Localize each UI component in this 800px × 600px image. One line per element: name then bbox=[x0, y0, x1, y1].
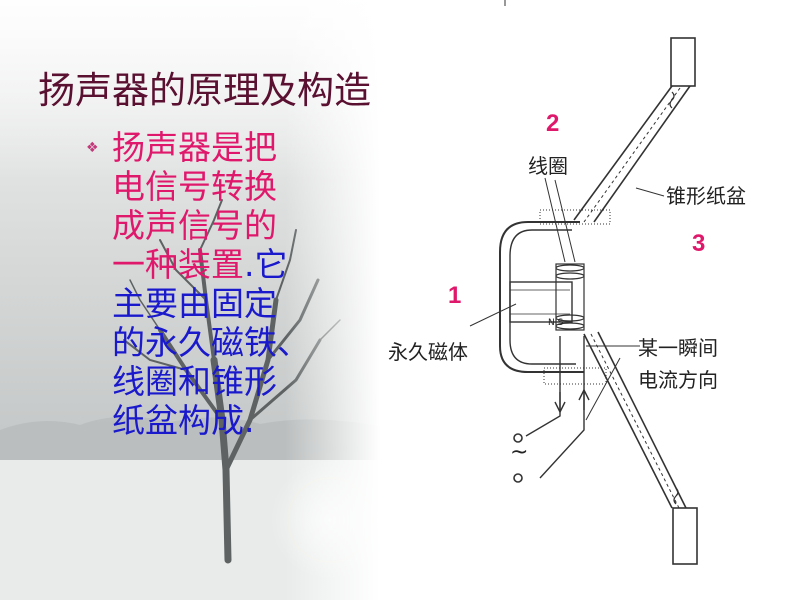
body-line-2: 电信号转换 bbox=[112, 167, 277, 206]
ac-source-icon: ~ bbox=[510, 440, 529, 465]
slide-title: 扬声器的原理及构造 bbox=[38, 69, 371, 112]
cone-label: 锥形纸盆 bbox=[666, 184, 746, 208]
magnet-label: 永久磁体 bbox=[388, 340, 468, 364]
body-line-1: 扬声器是把 bbox=[112, 128, 277, 167]
diamond-bullet-icon: ❖ bbox=[86, 140, 99, 156]
body-text: 扬声器是把 电信号转换 成声信号的 一种装置.它 主要由固定 的永久磁铁、 线圈… bbox=[112, 128, 352, 440]
magnet-core bbox=[509, 281, 573, 323]
number-label-2: 2 bbox=[546, 110, 560, 137]
top-surround bbox=[670, 37, 696, 87]
number-label-1: 1 bbox=[448, 282, 462, 309]
pole-label: N S bbox=[548, 318, 564, 328]
body-line-5: 主要由固定 bbox=[112, 284, 277, 323]
body-line-4-part-b: .它 bbox=[244, 245, 288, 284]
current-label-1: 某一瞬间 bbox=[638, 336, 718, 360]
bottom-surround bbox=[672, 507, 698, 565]
body-line-7: 线圈和锥形 bbox=[112, 362, 277, 401]
body-line-4-part-a: 一种装置 bbox=[112, 245, 244, 284]
body-line-6: 的永久磁铁、 bbox=[112, 323, 310, 362]
coil-label: 线圈 bbox=[528, 154, 568, 178]
body-line-4: 一种装置.它 bbox=[112, 245, 352, 284]
current-label-2: 电流方向 bbox=[638, 368, 718, 392]
number-label-3: 3 bbox=[692, 230, 706, 257]
body-line-8: 纸盆构成. bbox=[112, 401, 255, 440]
cone-lower-outer bbox=[583, 333, 673, 509]
voice-coil bbox=[555, 263, 585, 331]
cone-upper-outer bbox=[573, 85, 673, 221]
body-line-3: 成声信号的 bbox=[112, 206, 277, 245]
